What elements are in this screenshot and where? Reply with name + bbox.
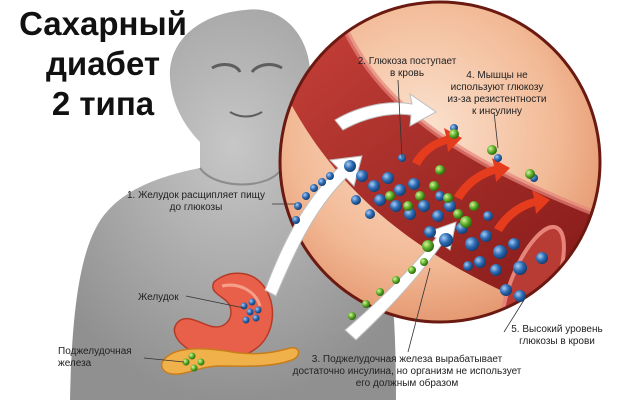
label-pancreas-insulin: 3. Поджелудочная железа вырабатывает дос… (292, 354, 522, 389)
glucose-particle (326, 172, 334, 180)
glucose-particle (514, 290, 526, 302)
insulin-particle (453, 209, 463, 219)
glucose-particle (474, 256, 486, 268)
glucose-particle (508, 238, 520, 250)
insulin-particle (460, 216, 472, 228)
insulin-particle (376, 288, 384, 296)
glucose-particle (432, 210, 444, 222)
glucose-particle (444, 200, 456, 212)
glucose-particle (536, 252, 548, 264)
glucose-particle (404, 208, 416, 220)
glucose-particle (390, 200, 402, 212)
glucose-particle (292, 216, 300, 224)
insulin-particle (403, 201, 413, 211)
glucose-particle (408, 178, 420, 190)
label-high-glucose: 5. Высокий уровень глюкозы в крови (511, 324, 603, 347)
insulin-particle (487, 145, 497, 155)
glucose-particle (435, 191, 445, 201)
magnified-view (278, 0, 602, 324)
insulin-particle (449, 129, 459, 139)
glucose-particle (513, 261, 527, 275)
title-line-3: 2 типа (51, 85, 155, 122)
glucose-particle (418, 200, 430, 212)
glucose-particle (302, 192, 310, 200)
page-title: Сахарный диабет 2 типа (10, 4, 196, 124)
glucose-particle (344, 160, 356, 172)
glucose-particle (310, 184, 318, 192)
glucose-particle (368, 180, 380, 192)
glucose-particle (463, 261, 473, 271)
glucose-particle (356, 170, 368, 182)
glucose-particle (465, 237, 479, 251)
glucose-particle (490, 264, 502, 276)
insulin-particle (408, 266, 416, 274)
insulin-particle (348, 312, 356, 320)
glucose-particle (365, 209, 375, 219)
glucose-particle (483, 211, 493, 221)
insulin-particle (392, 276, 400, 284)
label-stomach: Желудок (138, 292, 179, 303)
glucose-particle (493, 245, 507, 259)
leader-lines (143, 79, 525, 363)
muscle-arrows (412, 128, 550, 232)
glucose-particle (424, 226, 436, 238)
label-muscles-resist: 4. Мышцы не используют глюкозу из-за рез… (447, 70, 547, 117)
glucose-particle (394, 184, 406, 196)
insulin-particle (435, 165, 445, 175)
insulin-particle (443, 193, 453, 203)
insulin-particle (429, 181, 439, 191)
glucose-particle (500, 284, 512, 296)
insulin-particle (525, 169, 535, 179)
label-pancreas: Поджелудочная железа (58, 346, 132, 369)
title-line-2: диабет (45, 45, 161, 82)
insulin-particle (422, 240, 434, 252)
particles (292, 124, 548, 320)
glucose-particle (382, 172, 394, 184)
insulin-particle (415, 191, 425, 201)
insulin-particle (385, 191, 395, 201)
insulin-particle (469, 201, 479, 211)
label-glucose-enters: 2. Глюкоза поступает в кровь (357, 56, 457, 79)
glucose-particle (294, 202, 302, 210)
glucose-particle (351, 195, 361, 205)
glucose-particle (374, 194, 386, 206)
glucose-particle (439, 233, 453, 247)
pancreas-organ (160, 347, 300, 375)
label-stomach-digests: 1. Желудок расщипляет пищу до глюкозы (126, 190, 266, 213)
title-line-1: Сахарный (19, 5, 187, 42)
glucose-particle (480, 230, 492, 242)
insulin-particle (420, 258, 428, 266)
glucose-particle (318, 178, 326, 186)
insulin-particle (362, 300, 370, 308)
stomach-glucose-cluster (240, 298, 262, 324)
human-silhouette (70, 9, 396, 400)
glucose-particle (494, 154, 502, 162)
